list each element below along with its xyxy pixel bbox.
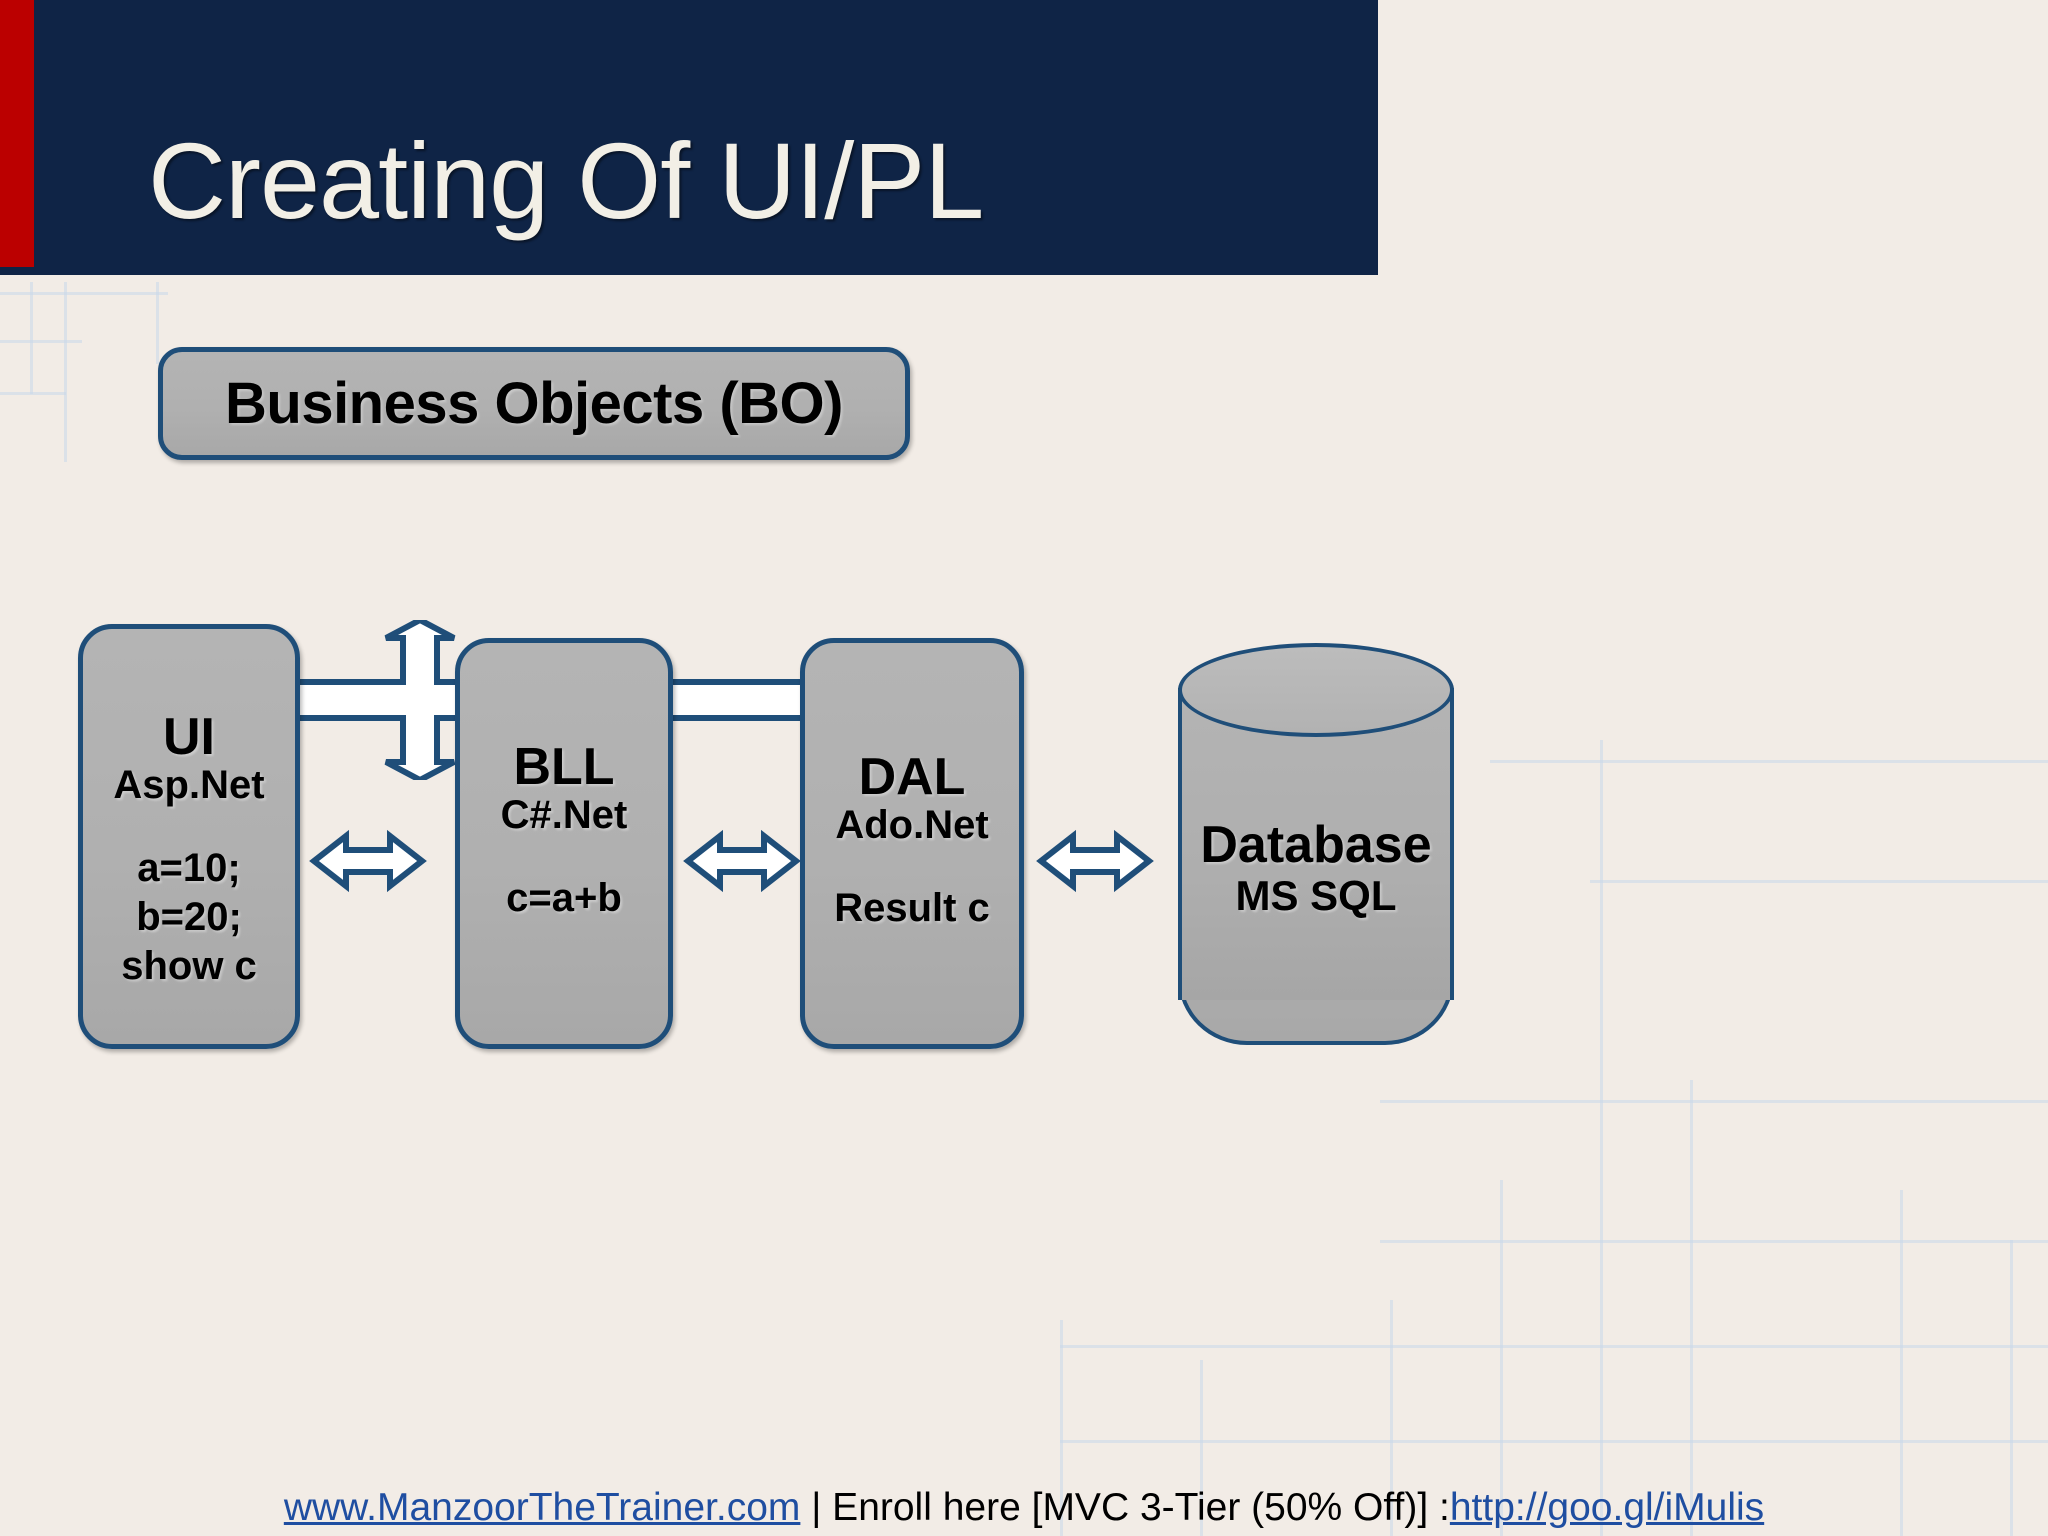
dal-box-subtitle: Ado.Net [835, 803, 989, 848]
footer-promo-link[interactable]: http://goo.gl/iMulis [1449, 1486, 1765, 1529]
double-arrow-bll-dal-icon [683, 829, 801, 893]
database-cylinder[interactable]: Database MS SQL [1178, 643, 1454, 1045]
header-accent-stripe [0, 0, 34, 267]
dal-box-title: DAL [858, 748, 966, 806]
bll-box-subtitle: C#.Net [500, 793, 628, 838]
business-objects-label: Business Objects (BO) [225, 371, 843, 436]
layer-box-ui[interactable]: UI Asp.Net a=10; b=20; show c [78, 624, 300, 1049]
database-title: Database [1200, 816, 1432, 874]
ui-box-title: UI [163, 708, 215, 766]
layer-box-bll[interactable]: BLL C#.Net c=a+b [455, 638, 673, 1049]
footer: www.ManzoorTheTrainer.com | Enroll here … [0, 1486, 2048, 1530]
footer-site-link[interactable]: www.ManzoorTheTrainer.com [283, 1486, 801, 1529]
ui-box-subtitle: Asp.Net [113, 763, 265, 808]
double-arrow-ui-bll-icon [309, 829, 427, 893]
footer-middle-text: | Enroll here [MVC 3-Tier (50% Off)] : [800, 1486, 1450, 1529]
business-objects-box[interactable]: Business Objects (BO) [158, 347, 910, 460]
layer-box-dal[interactable]: DAL Ado.Net Result c [800, 638, 1024, 1049]
database-cylinder-body [1178, 688, 1454, 1000]
bll-box-title: BLL [513, 738, 615, 796]
bll-box-code: c=a+b [506, 876, 622, 921]
database-label-group: Database MS SQL [1178, 818, 1454, 919]
database-cylinder-top [1178, 643, 1454, 737]
double-arrow-dal-db-icon [1036, 829, 1154, 893]
database-subtitle: MS SQL [1235, 871, 1397, 919]
dal-box-code: Result c [834, 886, 990, 931]
page-title: Creating Of UI/PL [148, 120, 984, 241]
ui-box-code: a=10; b=20; show c [121, 846, 257, 988]
slide-header-bar [0, 0, 1378, 275]
